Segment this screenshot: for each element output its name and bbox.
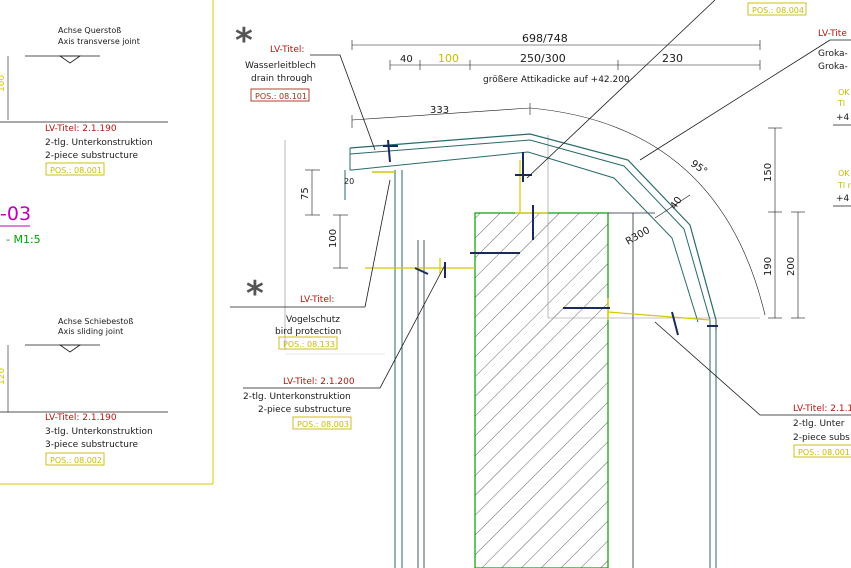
c3-line1: 2-tlg. Unterkonstruktion	[243, 392, 351, 402]
anchor-8	[671, 311, 679, 336]
lv1-line1: 2-tlg. Unterkonstruktion	[45, 138, 153, 148]
dim-note: größere Attikadicke auf +42.200	[483, 75, 630, 85]
c2-line1: Vogelschutz	[286, 315, 340, 325]
right-tl2: Tl n	[837, 181, 851, 190]
c1-label: LV-Titel:	[270, 45, 304, 55]
right-val2: +4	[836, 194, 850, 204]
top-pos: POS.: 08.004	[752, 6, 804, 15]
c3-label: LV-Titel: 2.1.200	[283, 377, 355, 387]
dim-150: 150	[763, 163, 774, 182]
axis2-title: Achse Schiebestoß	[58, 317, 133, 326]
lv2-pos-box	[45, 452, 105, 466]
right-ok1: OK	[838, 88, 850, 97]
right-tl1: Tl	[837, 99, 845, 108]
dim-left-group	[305, 169, 348, 269]
dim-right-group	[768, 127, 805, 319]
dim-overall: 698/748	[522, 32, 568, 45]
c3-pos: POS.: 08.003	[297, 420, 349, 429]
coping-outer	[349, 133, 717, 330]
c1-pos: POS.: 08.101	[255, 92, 307, 101]
anchor-1	[387, 139, 391, 163]
c4-line1: 2-tlg. Unter	[793, 419, 845, 429]
c3-leader	[243, 264, 446, 389]
lv2-line2: 3-piece substructure	[45, 440, 138, 450]
axis2-marker	[58, 344, 82, 353]
c4-pos-box	[793, 444, 851, 458]
substructure-bar-5	[607, 311, 711, 321]
dim-angle: 95°	[688, 158, 709, 177]
right-val1: +4	[836, 113, 850, 123]
axis2-sub: Axis sliding joint	[58, 327, 123, 336]
coping-inner	[351, 151, 699, 323]
dim-100v: 100	[328, 229, 339, 248]
c1-pos-box	[250, 88, 310, 102]
dim-190: 190	[763, 257, 774, 276]
dim-20: 20	[344, 177, 354, 186]
lv1-line2: 2-piece substructure	[45, 151, 138, 161]
dim-230: 230	[662, 52, 683, 65]
dim-100: 100	[438, 52, 459, 65]
detail-scale: - M1:5	[6, 233, 41, 246]
top-leader	[526, 0, 716, 179]
left-dim-top: 100	[0, 75, 7, 92]
c5-label: LV-Tite	[818, 29, 847, 39]
c4-pos: POS.: 08.001	[798, 448, 850, 457]
c5-leader	[639, 39, 831, 161]
concrete-wall	[474, 212, 609, 568]
dim-250: 250/300	[520, 52, 566, 65]
dim-r300: R300	[624, 225, 652, 248]
lv1-label: LV-Titel: 2.1.190	[45, 124, 117, 134]
c2-pos: POS.: 08.133	[283, 340, 335, 349]
dim-40b-line	[654, 194, 691, 219]
coping-drip	[349, 148, 352, 171]
lv2-label: LV-Titel: 2.1.190	[45, 413, 117, 423]
lv2-line1: 3-tlg. Unterkonstruktion	[45, 427, 153, 437]
lv1-pos-box	[45, 162, 105, 176]
c5-line2: Groka-	[818, 62, 848, 72]
c3-pos-box	[292, 416, 352, 430]
c1-line1: Wasserleitblech	[245, 61, 316, 71]
dim-75: 75	[300, 187, 311, 200]
dim-40b: 40	[668, 195, 684, 212]
right-ok2: OK	[838, 169, 850, 178]
angle-arc	[529, 107, 766, 316]
c4-line2: 2-piece subs	[793, 433, 850, 443]
c1-line2: drain through	[251, 74, 312, 84]
dim-333-line	[351, 107, 531, 121]
star-mark-2: *	[246, 274, 264, 314]
top-pos-box	[747, 2, 807, 16]
c5-line1: Groka-	[818, 49, 848, 59]
dim-200: 200	[786, 257, 797, 276]
c4-leader	[654, 321, 851, 416]
c2-pos-box	[278, 336, 338, 350]
dim-40: 40	[400, 54, 413, 65]
dim-top-group	[351, 40, 761, 128]
c3-line2: 2-piece substructure	[258, 405, 351, 415]
lv1-pos: POS.: 08.001	[50, 166, 102, 175]
coping-mid	[349, 139, 711, 330]
dim-333: 333	[430, 105, 449, 116]
axis1-marker	[58, 55, 82, 64]
c2-label: LV-Titel:	[300, 295, 334, 305]
c1-leader	[310, 54, 376, 151]
axis1-title: Achse Querstoß	[58, 26, 121, 35]
anchor-6	[414, 267, 429, 275]
axis1-sub: Axis transverse joint	[58, 37, 140, 46]
c4-label: LV-Titel: 2.1.1	[793, 404, 851, 414]
left-dim-bottom: 120	[0, 368, 7, 385]
anchors	[383, 139, 718, 336]
detail-code: -03	[0, 203, 31, 225]
star-mark-1: *	[235, 21, 253, 61]
c2-leader	[364, 179, 391, 308]
c2-line2: bird protection	[275, 327, 341, 337]
lv2-pos: POS.: 08.002	[50, 456, 102, 465]
